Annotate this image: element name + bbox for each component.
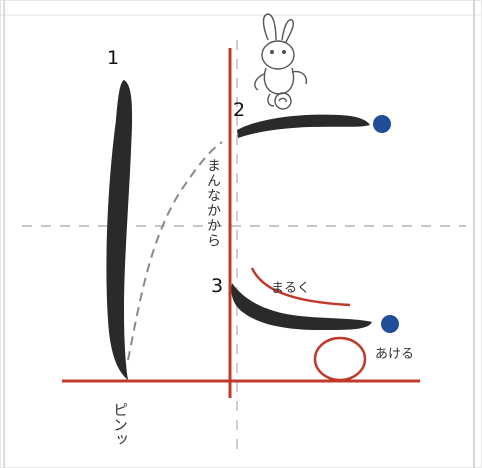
stroke-2-brush <box>237 114 370 138</box>
stroke-number-2: 2 <box>233 99 245 121</box>
round-guide-curve <box>250 267 351 307</box>
stroke-number-3: 3 <box>211 275 223 297</box>
stroke-3-brush <box>231 283 372 330</box>
stroke-number-1: 1 <box>107 47 119 69</box>
open-space-circle <box>313 336 367 382</box>
annotation-round: まるく <box>271 281 310 296</box>
stroke-3-end-dot <box>381 315 399 333</box>
rabbit-mascot-icon <box>254 13 308 110</box>
stroke-1-brush <box>106 80 133 380</box>
annotation-pinp: ピンッ <box>111 402 129 447</box>
annotation-start-middle: まんなかから <box>205 158 221 248</box>
annotation-open: あける <box>375 347 414 362</box>
stroke-connection-dashed <box>127 141 223 361</box>
annotation-start-middle-text: まんなかから <box>205 158 221 248</box>
stroke-2-end-dot <box>373 115 391 133</box>
